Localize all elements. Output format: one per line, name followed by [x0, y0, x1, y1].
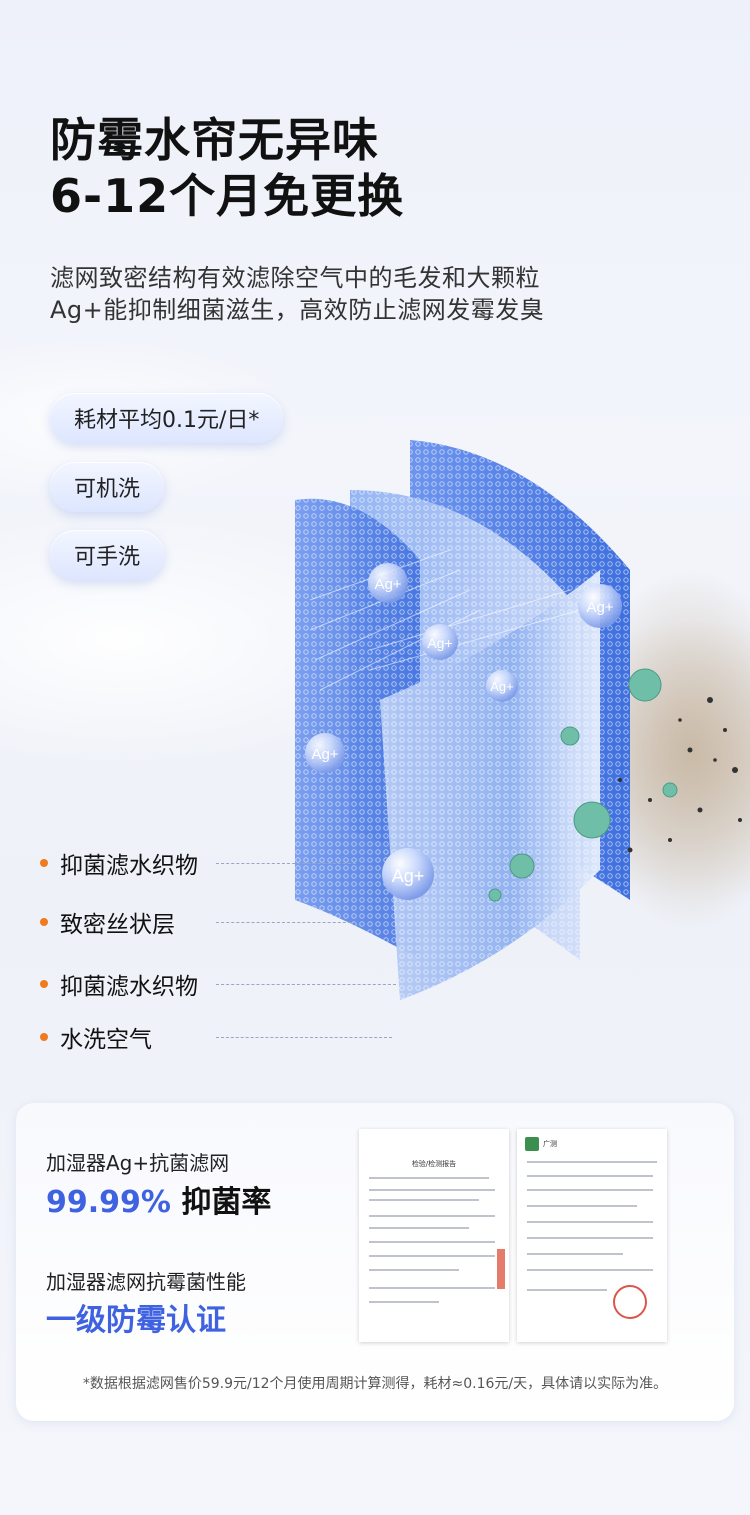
ag-ion-bubble: Ag+ [368, 563, 408, 603]
ag-ion-bubble: Ag+ [305, 733, 345, 773]
bullet-dot [40, 980, 48, 988]
feature-pill-cost: 耗材平均0.1元/日* [50, 393, 284, 443]
ag-ion-bubble: Ag+ [422, 624, 458, 660]
leader-line [216, 863, 356, 864]
footnote: *数据根据滤网售价59.9元/12个月使用周期计算测得，耗材≈0.16元/天，具… [82, 1376, 668, 1392]
virus-icon [488, 668, 678, 902]
layer-label-antibacterial-fabric-2: 抑菌滤水织物 [40, 967, 396, 1001]
lab-logo-icon [525, 1137, 539, 1151]
svg-text:Ag+: Ag+ [427, 635, 452, 651]
subtitle: 滤网致密结构有效滤除空气中的毛发和大颗粒 Ag+能抑制细菌滋生，高效防止滤网发霉… [50, 262, 544, 326]
bullet-dot [40, 918, 48, 926]
dust-particles [618, 697, 742, 853]
subtitle-line-2: Ag+能抑制细菌滋生，高效防止滤网发霉发臭 [50, 296, 545, 324]
headline-line-1: 防霉水帘无异味 [50, 113, 379, 167]
layer-label-antibacterial-fabric-1: 抑菌滤水织物 [40, 846, 356, 880]
cert-value-antibacterial: 99.99% 抑菌率 [46, 1185, 272, 1220]
test-report-document-2: 广测 [517, 1129, 667, 1342]
cert-caption-antibacterial: 加湿器Ag+抗菌滤网 [46, 1151, 230, 1175]
svg-text:Ag+: Ag+ [311, 746, 338, 763]
seal-stamp [613, 1285, 647, 1319]
subtitle-line-1: 滤网致密结构有效滤除空气中的毛发和大颗粒 [50, 264, 540, 292]
test-report-document-1: 检验/检测报告 [359, 1129, 509, 1342]
bullet-dot [40, 859, 48, 867]
headline-line-2: 6-12个月免更换 [50, 169, 405, 223]
ag-ion-bubble: Ag+ [382, 848, 434, 900]
svg-text:Ag+: Ag+ [392, 866, 425, 886]
seal-stamp [497, 1249, 505, 1289]
ag-ion-bubble: Ag+ [486, 670, 518, 702]
layer-label-washed-air: 水洗空气 [40, 1020, 392, 1054]
ag-ion-bubble: Ag+ [578, 584, 622, 628]
bullet-dot [40, 1033, 48, 1041]
headline: 防霉水帘无异味 6-12个月免更换 [50, 112, 404, 224]
certification-card: 加湿器Ag+抗菌滤网 99.99% 抑菌率 加湿器滤网抗霉菌性能 一级防霉认证 … [16, 1103, 734, 1421]
feature-pill-hand-wash: 可手洗 [50, 530, 165, 580]
leader-line [216, 1037, 392, 1038]
leader-line [216, 922, 356, 923]
svg-text:Ag+: Ag+ [490, 679, 514, 694]
layer-label-dense-fiber: 致密丝状层 [40, 905, 356, 939]
filter-layers-illustration: Ag+ Ag+ Ag+ Ag+ Ag+ Ag+ [295, 440, 750, 1000]
cert-caption-antimold: 加湿器滤网抗霉菌性能 [46, 1270, 246, 1294]
svg-text:Ag+: Ag+ [586, 599, 613, 616]
leader-line [216, 984, 396, 985]
svg-text:Ag+: Ag+ [374, 576, 401, 593]
cert-value-antimold: 一级防霉认证 [46, 1303, 226, 1338]
feature-pill-machine-wash: 可机洗 [50, 462, 165, 512]
